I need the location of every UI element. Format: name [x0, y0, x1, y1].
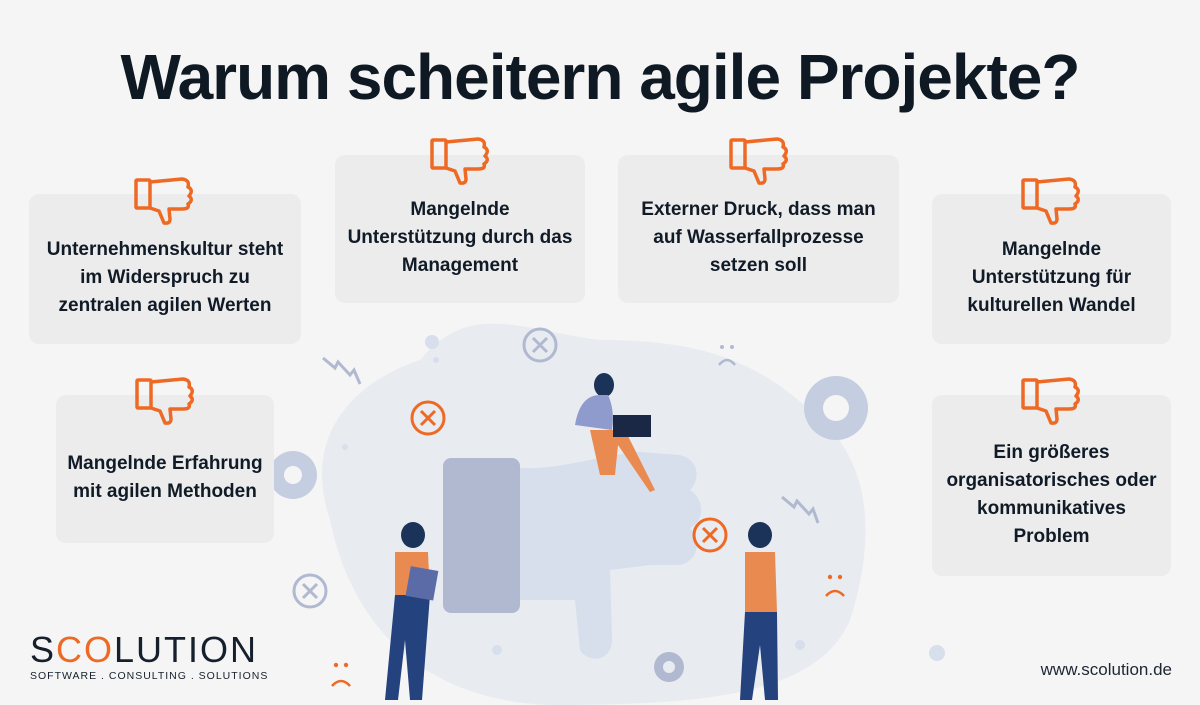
scolution-logo[interactable]: SCOLUTION SOFTWARE . CONSULTING . SOLUTI…: [30, 629, 269, 683]
logo-wordmark: SCOLUTION: [30, 629, 259, 670]
reason-text: Mangelnde Erfahrung mit agilen Methoden: [67, 453, 263, 502]
thumbs-down-icon: [135, 377, 194, 425]
thumbs-down-icon: [1021, 377, 1080, 425]
thumbs-down-icon: [729, 137, 788, 185]
reason-text: Mangelnde Unterstützung durch das Manage…: [347, 199, 573, 276]
thumbs-down-icon: [134, 177, 193, 225]
thumbs-down-icon: [430, 137, 489, 185]
reason-text: Externer Druck, dass man auf Wasserfallp…: [641, 199, 876, 276]
gear-icon: [804, 376, 868, 440]
reason-text: Mangelnde Unterstützung für kulturellen …: [967, 239, 1136, 316]
reason-card-2: Mangelnde Unterstützung durch das Manage…: [335, 155, 585, 303]
thumbs-down-icon: [1021, 177, 1080, 225]
logo-tagline: SOFTWARE . CONSULTING . SOLUTIONS: [30, 670, 269, 682]
reason-text: Ein größeres organisatorisches oder komm…: [946, 441, 1157, 547]
website-link[interactable]: www.scolution.de: [1040, 660, 1172, 679]
reason-card-6: Ein größeres organisatorisches oder komm…: [932, 395, 1171, 576]
reason-card-4: Mangelnde Unterstützung für kulturellen …: [932, 194, 1171, 344]
page-title: Warum scheitern agile Projekte?: [120, 41, 1081, 113]
reason-text: Unternehmenskultur steht im Widerspruch …: [46, 239, 284, 316]
reason-card-1: Unternehmenskultur steht im Widerspruch …: [29, 194, 301, 344]
